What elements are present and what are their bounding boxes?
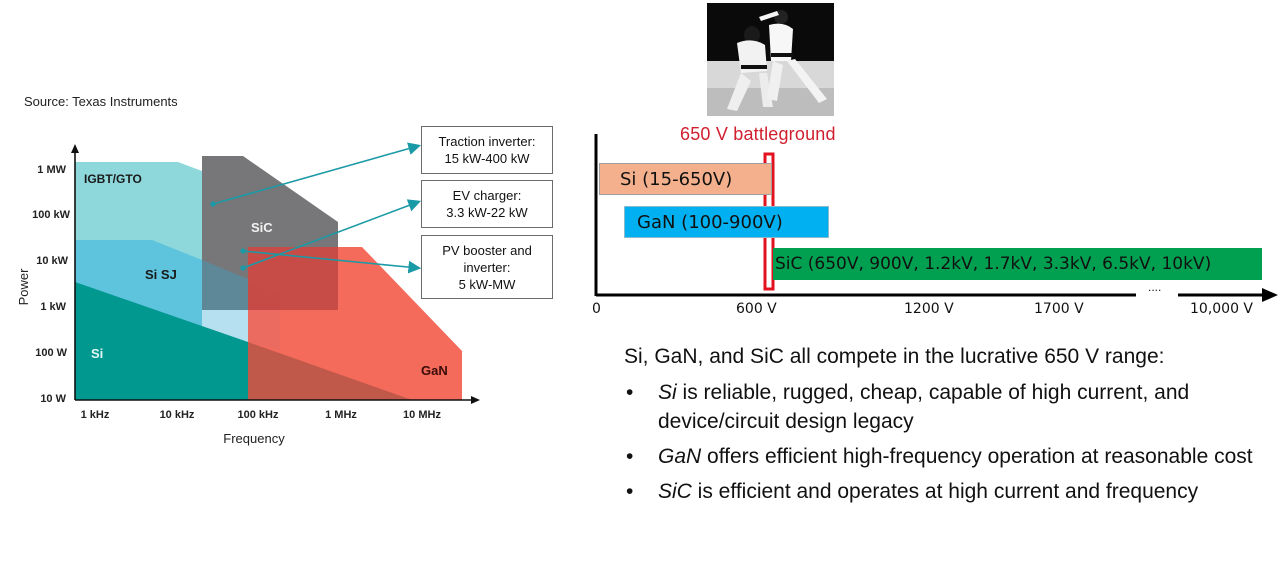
bullet-icon: •: [626, 480, 634, 503]
tick-1200: 1200 V: [904, 301, 954, 317]
y-axis-title: Power: [16, 268, 31, 306]
callout-traction-inverter: Traction inverter: 15 kW-400 kW: [421, 126, 553, 174]
svg-text:10 kHz: 10 kHz: [160, 409, 195, 421]
label-gan: GaN: [421, 363, 448, 378]
svg-text:1 kHz: 1 kHz: [81, 409, 110, 421]
karate-photo: [707, 3, 834, 116]
tick-0: 0: [592, 301, 601, 317]
svg-text:1 MHz: 1 MHz: [325, 409, 357, 421]
tick-600: 600 V: [736, 301, 777, 317]
source-label: Source: Texas Instruments: [24, 94, 178, 109]
bar-gan: GaN (100-900V): [624, 206, 829, 238]
callout-connectors: [212, 142, 422, 274]
svg-text:10 MHz: 10 MHz: [403, 409, 441, 421]
bullet-icon: •: [626, 445, 634, 468]
callout-pv-booster: PV booster and inverter: 5 kW-MW: [421, 235, 553, 299]
battleground-label: 650 V battleground: [680, 124, 836, 144]
svg-text:10 kW: 10 kW: [36, 255, 68, 267]
callout-ev-charger: EV charger: 3.3 kW-22 kW: [421, 180, 553, 228]
tick-1700: 1700 V: [1034, 301, 1084, 317]
axis-break-dots: ....: [1148, 280, 1162, 294]
label-sic: SiC: [251, 220, 273, 235]
label-igbt-gto: IGBT/GTO: [84, 172, 142, 186]
summary-lead: Si, GaN, and SiC all compete in the lucr…: [624, 345, 1165, 368]
bullet-list: • Si is reliable, rugged, cheap, capable…: [624, 378, 1274, 506]
bullet-si: • Si is reliable, rugged, cheap, capable…: [624, 378, 1274, 436]
bar-sic: SiC (650V, 900V, 1.2kV, 1.7kV, 3.3kV, 6.…: [773, 248, 1262, 280]
bullet-sic: • SiC is efficient and operates at high …: [624, 477, 1274, 506]
bar-si: Si (15-650V): [599, 163, 772, 195]
svg-text:1 kW: 1 kW: [40, 301, 66, 313]
bullet-gan: • GaN offers efficient high-frequency op…: [624, 442, 1274, 471]
x-axis-title: Frequency: [223, 431, 285, 446]
tick-10000: 10,000 V: [1190, 301, 1254, 317]
svg-text:100 W: 100 W: [35, 347, 67, 359]
summary-text: Si, GaN, and SiC all compete in the lucr…: [624, 342, 1274, 512]
label-si: Si: [91, 346, 103, 361]
svg-text:10 W: 10 W: [40, 393, 66, 405]
svg-text:100 kHz: 100 kHz: [238, 409, 279, 421]
label-si-sj: Si SJ: [145, 267, 177, 282]
region-si: [75, 282, 248, 400]
svg-text:100 kW: 100 kW: [32, 209, 71, 221]
svg-text:1 MW: 1 MW: [37, 164, 66, 176]
power-frequency-chart: IGBT/GTO Si SJ Si SiC GaN 1 MW 100 kW 10…: [16, 142, 480, 446]
bullet-icon: •: [626, 381, 634, 404]
